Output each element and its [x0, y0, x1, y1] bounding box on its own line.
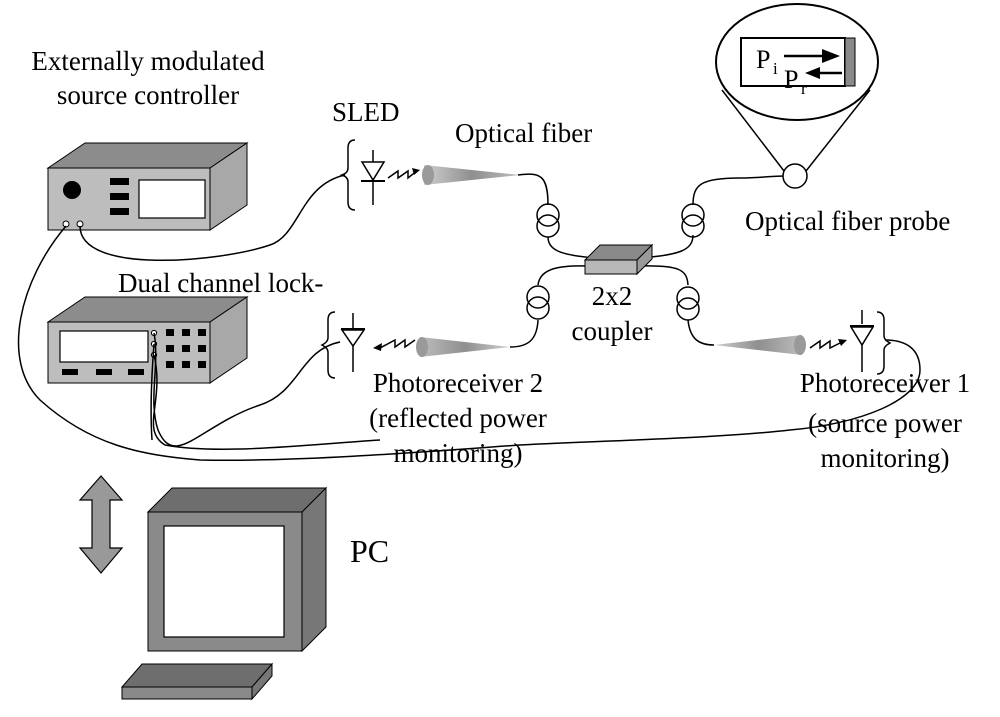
cables	[17, 174, 921, 461]
sled-source	[339, 139, 520, 211]
lockin-amplifier-device	[46, 296, 249, 384]
cable-lockin-mid	[150, 343, 155, 441]
pr2-beam-cone	[420, 337, 510, 357]
controller-label-line2: source controller	[57, 80, 239, 110]
cable-lockin-pr1	[152, 354, 381, 451]
fiber-probe-label: Optical fiber probe	[745, 206, 950, 236]
pr1-zigzag-icon	[809, 339, 843, 350]
pr1-diode-icon	[849, 326, 875, 347]
sled-label: SLED	[332, 97, 400, 127]
pi-subscript: i	[773, 59, 778, 78]
pr1-label-line3: monitoring)	[821, 443, 950, 473]
cable-ref-loop	[17, 225, 921, 461]
light-zigzag-icon	[387, 169, 419, 180]
pc-screen	[163, 525, 285, 638]
pc-keyboard	[120, 663, 274, 688]
probe-tip	[782, 163, 808, 189]
source-controller-device	[46, 142, 249, 231]
coupler-label-line2: coupler	[572, 316, 653, 346]
pr2-diode-icon	[340, 329, 366, 348]
pi-symbol: P	[756, 45, 770, 74]
sled-beam-cone	[424, 165, 520, 185]
pr-subscript: r	[801, 79, 807, 98]
pc-label: PC	[350, 533, 389, 569]
cable-controller-sled	[79, 174, 346, 261]
pr1-label-line1: Photoreceiver 1	[800, 368, 970, 398]
probe-end-reflector	[844, 37, 856, 87]
pr1-beam-cone	[714, 335, 802, 355]
pr2-label-line1: Photoreceiver 2	[373, 368, 543, 398]
coupler-label-line1: 2x2	[592, 281, 633, 311]
reflected-arrow-icon	[805, 67, 820, 79]
pr2-label-line3: monitoring)	[394, 438, 523, 468]
photoreceiver-1	[714, 310, 892, 375]
lockin-label: Dual channel lock-	[118, 268, 323, 298]
double-arrow-icon	[78, 475, 124, 574]
pc-computer	[120, 486, 328, 701]
probe-cross-section	[740, 37, 846, 87]
lockin-screen	[59, 330, 149, 363]
pr2-label-line2: (reflected power	[369, 403, 547, 433]
controller-screen	[138, 179, 206, 219]
knob-icon	[63, 181, 81, 199]
pr2-zigzag-icon	[379, 338, 416, 349]
incident-arrow-icon	[822, 49, 840, 63]
controller-label-line1: Externally modulated	[31, 46, 265, 76]
sled-diode-icon	[360, 161, 386, 182]
fiber-probe-magnifier	[715, 3, 879, 189]
optical-fiber-label: Optical fiber	[455, 118, 592, 148]
photoreceiver-2	[320, 311, 510, 379]
pr1-label-line2: (source power	[808, 408, 962, 438]
pr-symbol: P	[784, 65, 798, 94]
cable-lockin-pr2	[153, 332, 341, 447]
coupler-2x2	[583, 243, 654, 276]
